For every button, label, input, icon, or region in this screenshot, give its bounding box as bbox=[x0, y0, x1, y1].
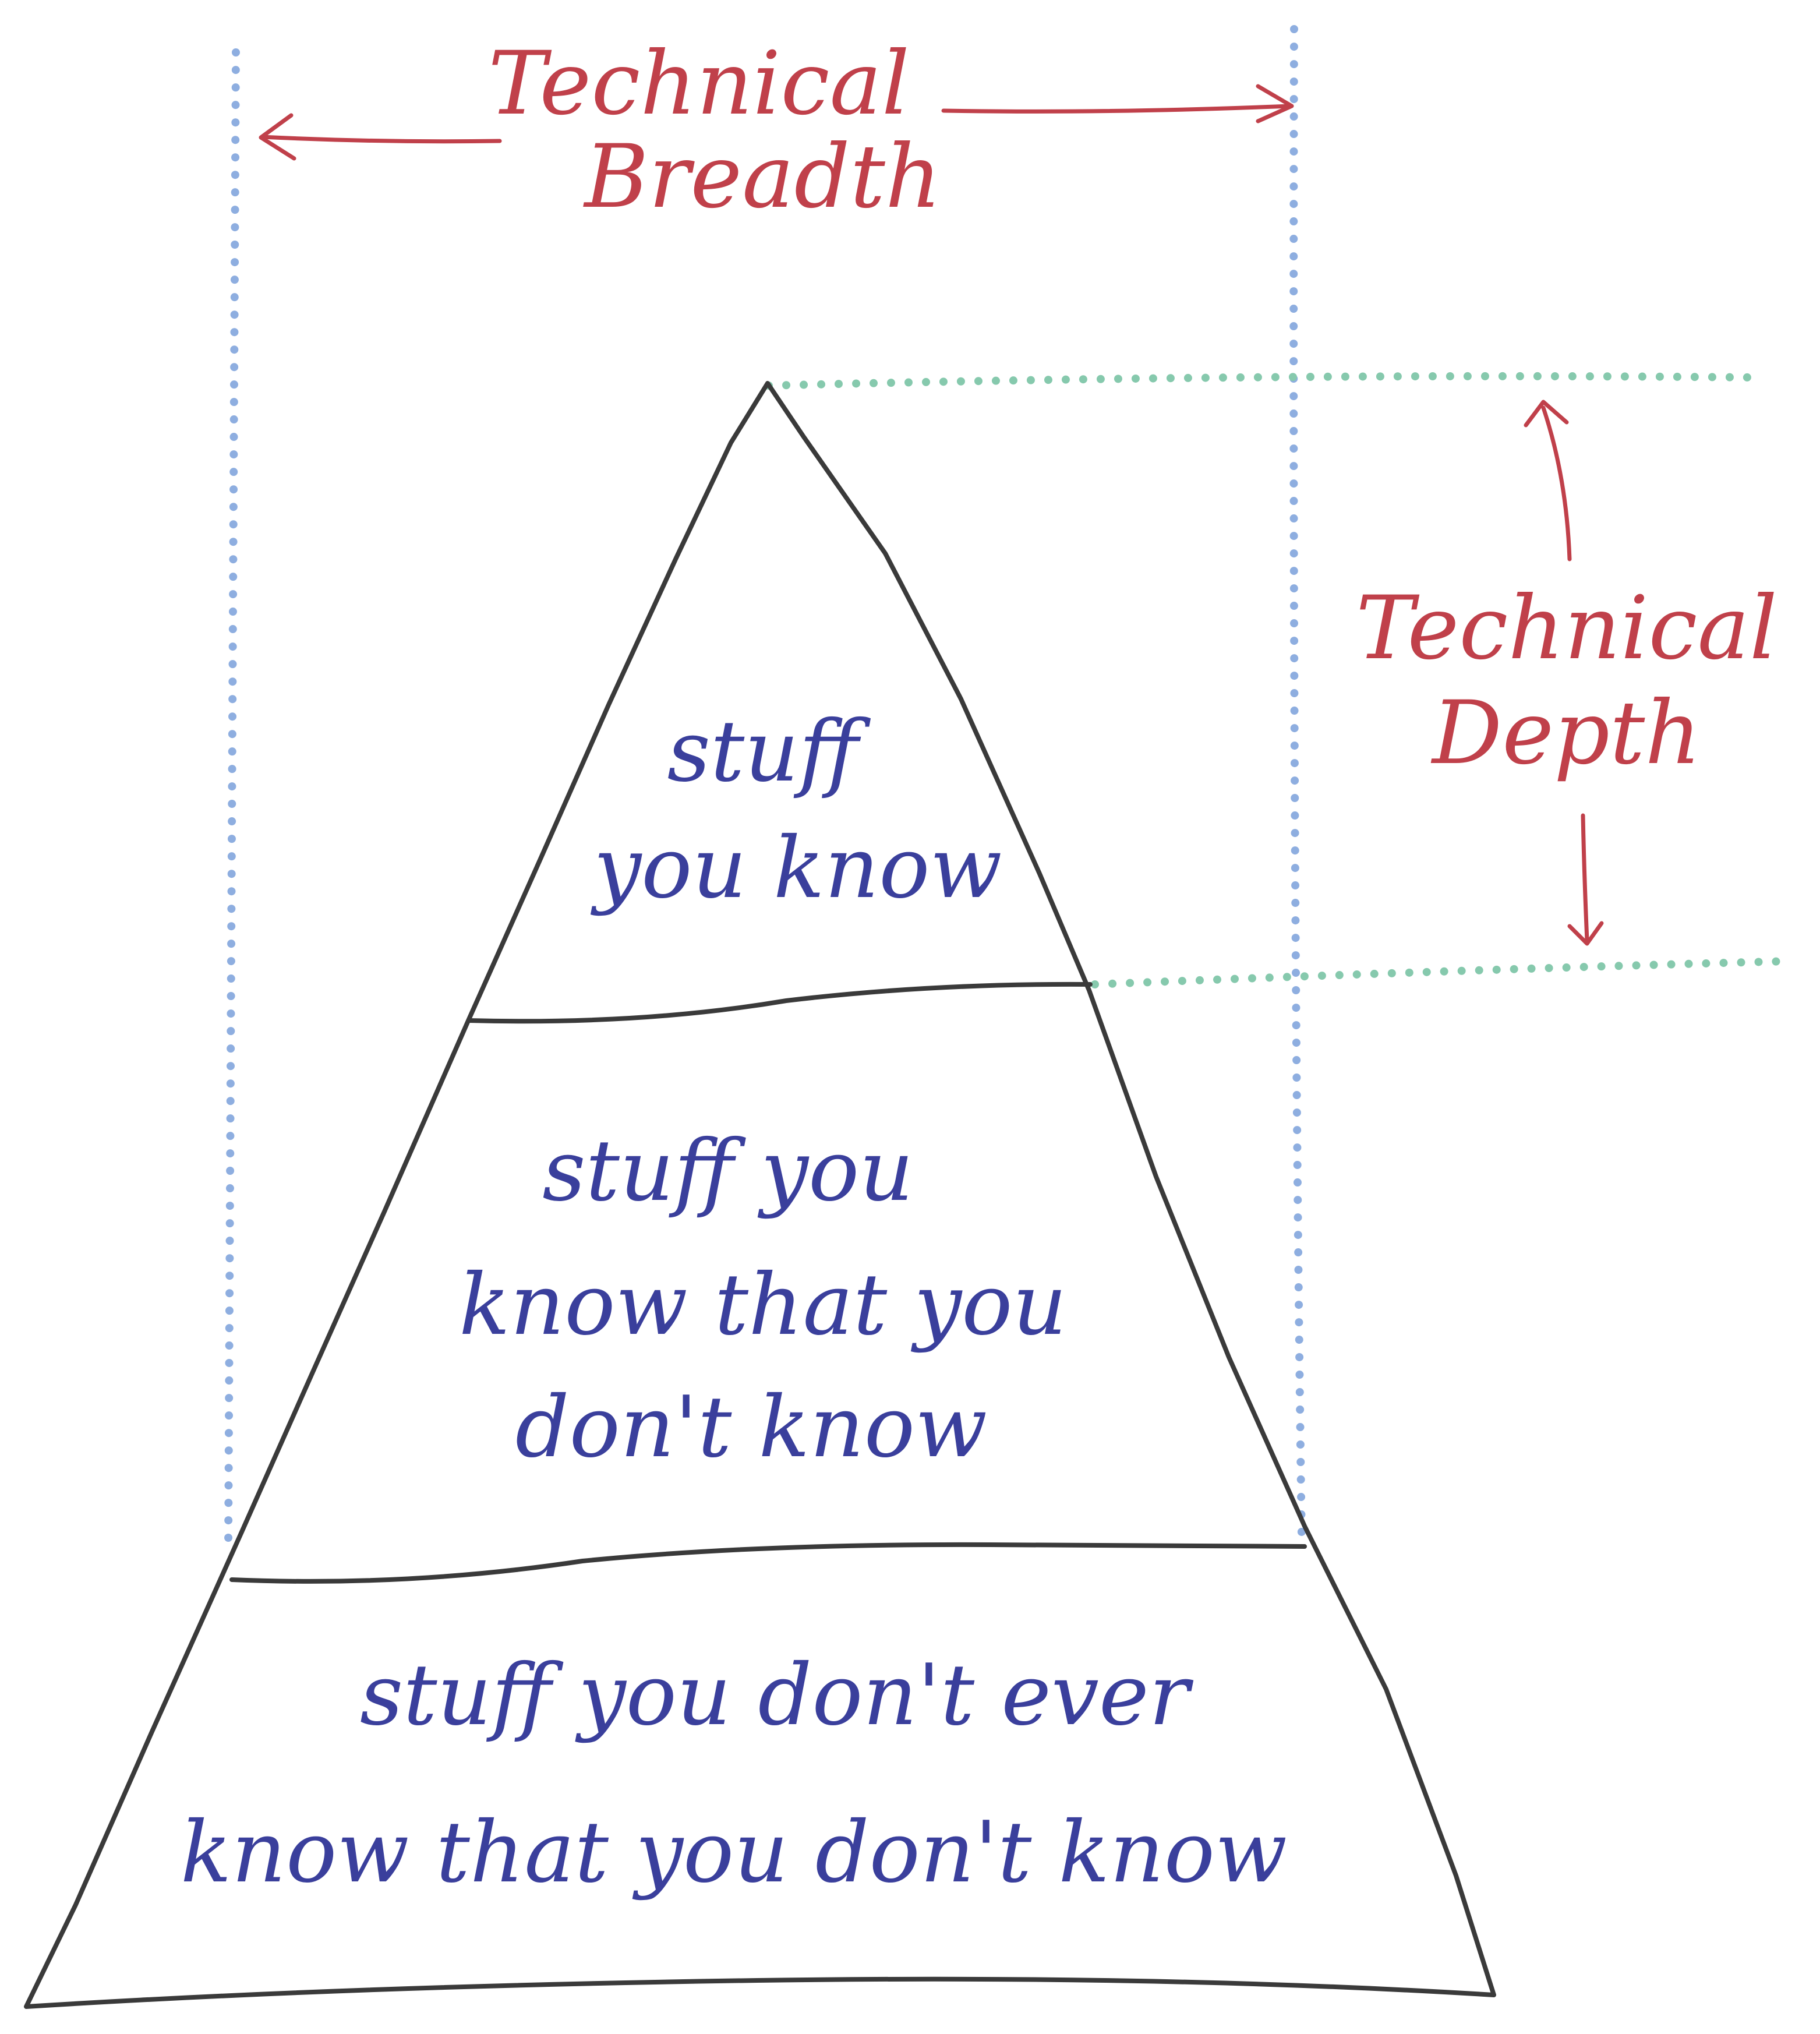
pyramid-outline bbox=[24, 381, 1496, 2009]
layer-top-line-1: stuff bbox=[667, 702, 871, 801]
layer-middle-line-2: know that you bbox=[459, 1256, 1067, 1354]
layer-top-line-2: you know bbox=[590, 819, 1002, 917]
breadth-left-guide bbox=[224, 48, 240, 1548]
breadth-label-line2: Breadth bbox=[582, 126, 941, 228]
breadth-label-line1: Technical bbox=[488, 33, 910, 135]
breadth-annotation: Technical Breadth bbox=[259, 33, 1294, 228]
layer-divider-lower bbox=[229, 1542, 1307, 1584]
depth-down-arrow bbox=[1567, 813, 1604, 946]
layer-divider-upper bbox=[467, 981, 1093, 1024]
layer-bottom-line-2: know that you don't know bbox=[181, 1803, 1287, 1902]
pyramid-layer-top: stuff you know bbox=[590, 702, 1002, 917]
depth-up-arrow bbox=[1524, 400, 1572, 562]
depth-top-guide bbox=[765, 372, 1757, 390]
breadth-left-arrow bbox=[259, 113, 502, 161]
layer-middle-line-1: stuff you bbox=[542, 1122, 914, 1220]
depth-label-line1: Technical bbox=[1356, 578, 1777, 679]
pyramid-layer-bottom: stuff you don't ever know that you don't… bbox=[181, 1646, 1287, 1902]
depth-bottom-guide bbox=[1091, 957, 1795, 988]
depth-label-line2: Depth bbox=[1430, 683, 1701, 784]
pyramid-layer-middle: stuff you know that you don't know bbox=[459, 1122, 1067, 1477]
layer-middle-line-3: don't know bbox=[515, 1378, 987, 1477]
breadth-right-guide bbox=[1289, 25, 1306, 1542]
layer-bottom-line-1: stuff you don't ever bbox=[360, 1646, 1194, 1745]
depth-annotation: Technical Depth bbox=[1356, 400, 1777, 946]
breadth-right-arrow bbox=[941, 84, 1294, 123]
